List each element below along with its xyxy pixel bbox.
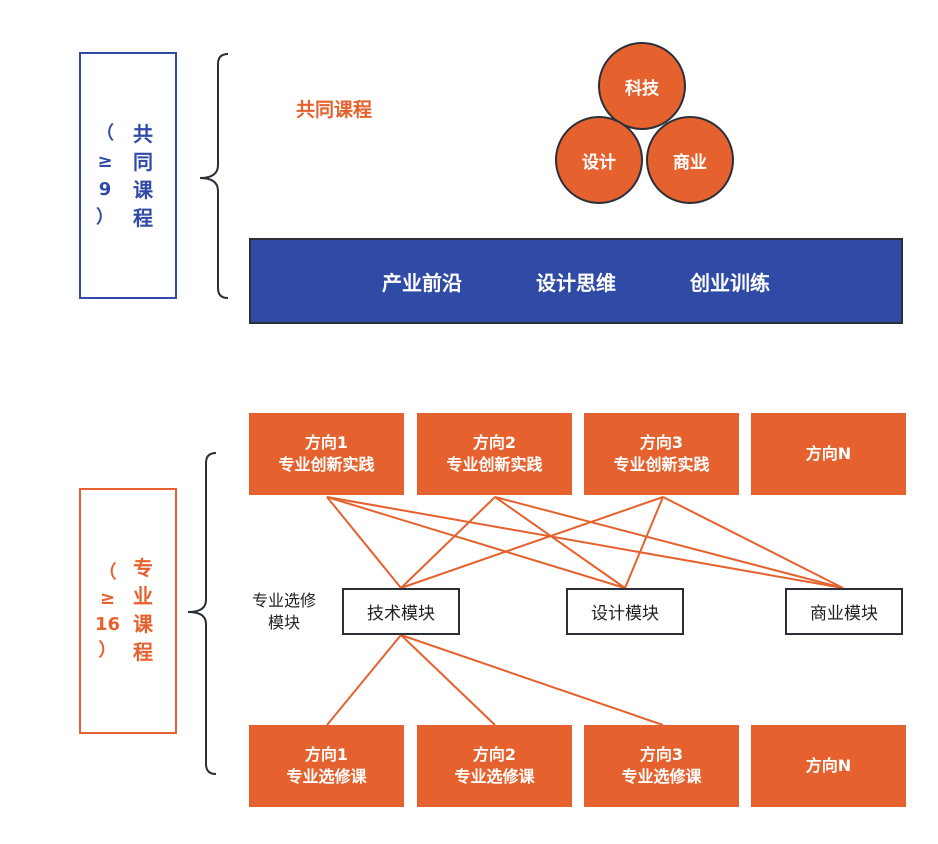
bar-item-industry-frontier: 产业前沿 [382,270,462,295]
count-value: 16 [95,614,121,635]
char: 课 [133,178,153,202]
elective-box-n: 方向N [751,725,906,807]
box-line1: 方向3 [639,433,684,452]
module-tech: 技术模块 [342,588,460,635]
box-line2: 专业创新实践 [278,455,375,474]
box-line2: 专业选修课 [454,767,535,786]
circle-label: 商业 [673,152,707,173]
connector-line [326,634,402,726]
connector-line [400,634,664,726]
box-line1: 方向1 [304,433,349,452]
circle-tech: 科技 [598,42,686,130]
connector-line [400,634,496,726]
connector-line [326,496,402,589]
paren-close: ） [98,640,117,661]
char: 共 [133,122,153,146]
circle-label: 科技 [625,78,659,99]
box-line2: 专业创新实践 [613,455,710,474]
common-course-title: 共同课程 [296,99,373,121]
box-line2: 专业选修课 [286,767,367,786]
paren-open: （ [98,562,117,583]
elective-module-caption: 专业选修 模块 [243,590,325,634]
major-course-vertical-title: 专 业 课 程 [133,554,153,666]
elective-box-3: 方向3 专业选修课 [584,725,739,807]
box-line2: 专业选修课 [621,767,702,786]
connector-line [400,496,496,589]
elective-box-2: 方向2 专业选修课 [417,725,572,807]
paren-close: ） [96,207,114,228]
connector-line [326,496,844,589]
count-value: 9 [98,179,112,200]
box-line1: 方向N [805,756,852,775]
elective-box-1: 方向1 专业选修课 [249,725,404,807]
char: 专 [133,556,153,580]
common-course-bar: 产业前沿 设计思维 创业训练 [249,238,903,324]
paren-open: （ [96,123,114,144]
brace-common [199,53,229,299]
connector-line [400,496,664,589]
box-line1: 方向2 [472,433,517,452]
char: 程 [133,206,153,230]
char: 课 [133,612,153,636]
module-business: 商业模块 [785,588,903,635]
box-line1: 方向2 [472,745,517,764]
practice-box-3: 方向3 专业创新实践 [584,413,739,495]
char: 程 [133,640,153,664]
box-line1: 方向1 [304,745,349,764]
circle-label: 设计 [582,152,616,173]
major-course-count: （ ≥ 16 ） [95,560,120,664]
box-line1: 方向3 [639,745,684,764]
brace-major [187,452,217,775]
box-line2: 专业创新实践 [446,455,543,474]
connector-line [494,496,626,589]
circle-design: 设计 [555,116,643,204]
char: 业 [133,584,153,608]
box-line1: 方向N [805,444,852,463]
major-course-side-label: （ ≥ 16 ） 专 业 课 程 [79,488,177,734]
practice-box-n: 方向N [751,413,906,495]
module-design: 设计模块 [566,588,684,635]
connector-line [662,496,844,589]
circle-business: 商业 [646,116,734,204]
connector-line [326,496,626,589]
connector-line [494,496,844,589]
common-course-count: （ ≥ 9 ） [96,120,114,232]
char: 同 [133,150,153,174]
bar-item-startup-training: 创业训练 [690,270,770,295]
connector-line [624,496,664,589]
common-course-vertical-title: 共 同 课 程 [133,120,153,232]
gte-sign: ≥ [99,588,116,609]
bar-item-design-thinking: 设计思维 [536,270,616,295]
caption-line2: 模块 [267,613,300,632]
practice-box-2: 方向2 专业创新实践 [417,413,572,495]
caption-line1: 专业选修 [251,591,316,610]
gte-sign: ≥ [97,151,113,172]
common-course-side-label: （ ≥ 9 ） 共 同 课 程 [79,52,177,299]
practice-box-1: 方向1 专业创新实践 [249,413,404,495]
